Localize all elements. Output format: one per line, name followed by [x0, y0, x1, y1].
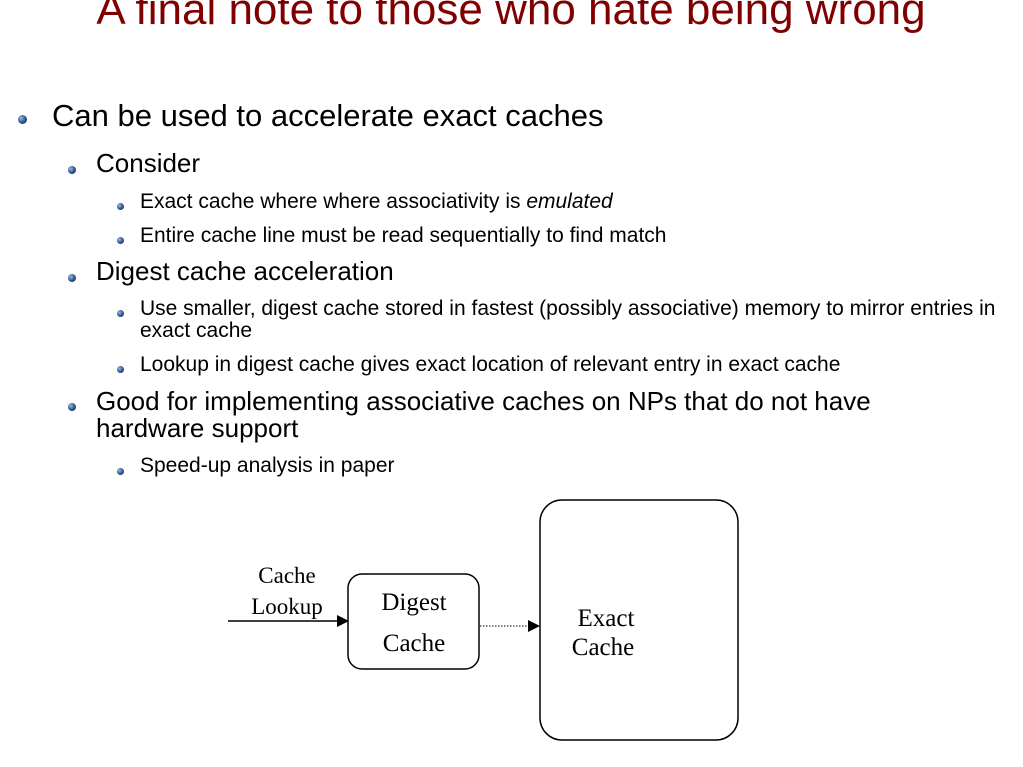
bullet-level3-emulated: Exact cache where where associativity is…: [140, 191, 613, 212]
bullet-icon: [68, 403, 76, 411]
bullet-icon: [117, 237, 124, 244]
bullet-icon: [117, 203, 124, 210]
exact-label-line2: Cache: [572, 634, 634, 661]
bullet-level3-sequential: Entire cache line must be read sequentia…: [140, 224, 667, 247]
bullet-level2-consider: Consider: [96, 148, 201, 178]
digest-label-line2: Cache: [383, 630, 445, 657]
bullet-level3-speedup: Speed-up analysis in paper: [140, 454, 395, 477]
bullet-icon: [68, 274, 76, 282]
digest-cache-box: [347, 573, 480, 670]
bullet-text: Exact cache where where associativity is: [140, 190, 527, 213]
bullet-icon: [18, 115, 27, 124]
bullet-icon: [117, 310, 124, 317]
input-label-line2: Lookup: [251, 594, 323, 619]
exact-label-line1: Exact: [578, 605, 635, 632]
input-label-line1: Cache: [258, 563, 315, 588]
emphasis-text: emulated: [526, 190, 613, 213]
bullet-level1-accelerate: Can be used to accelerate exact caches: [52, 98, 604, 133]
digest-label-line1: Digest: [381, 589, 446, 616]
bullet-icon: [68, 166, 76, 174]
slide-title: A final note to those who hate being wro…: [96, 0, 926, 34]
exact-cache-box: [539, 499, 739, 741]
bullet-level2-good-for: Good for implementing associative caches…: [96, 386, 871, 443]
bullet-level3-smaller-digest: Use smaller, digest cache stored in fast…: [140, 297, 996, 342]
bullet-level3-lookup-location: Lookup in digest cache gives exact locat…: [140, 353, 841, 376]
bullet-icon: [117, 366, 124, 373]
bullet-icon: [117, 468, 124, 475]
bullet-level2-digest-acceleration: Digest cache acceleration: [96, 256, 394, 286]
